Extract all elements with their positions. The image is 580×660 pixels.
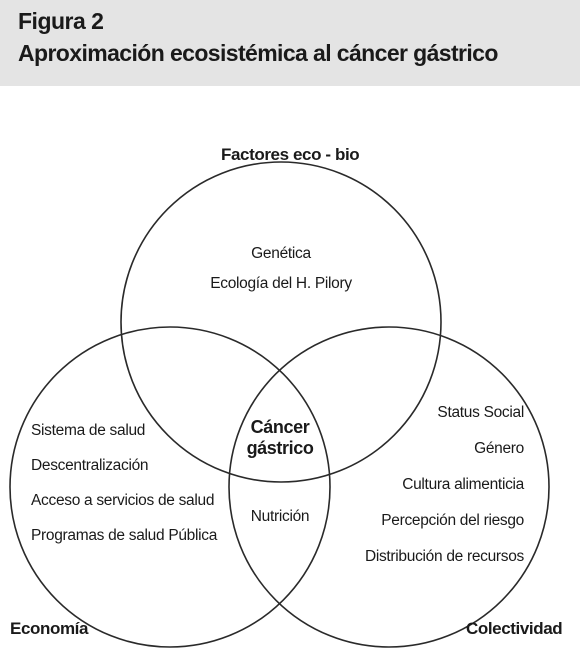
circle-economia	[9, 326, 331, 648]
center-label: Cáncer gástrico	[247, 418, 314, 457]
circle-colectividad	[228, 326, 550, 648]
bio-item: Ecología del H. Pilory	[210, 275, 352, 292]
center-label-line: gástrico	[246, 438, 314, 458]
colectividad-item: Género	[474, 440, 524, 457]
colectividad-item: Distribución de recursos	[364, 548, 524, 565]
economia-item: Acceso a servicios de salud	[31, 492, 215, 509]
figure-label: Figura 2	[18, 8, 104, 34]
economia-item: Programas de salud Pública	[31, 527, 218, 544]
figure-title: Aproximación ecosistémica al cáncer gást…	[18, 40, 498, 66]
bio-item: Genética	[251, 245, 311, 262]
colectividad-item: Percepción del riesgo	[381, 512, 524, 529]
circle-factores-eco-bio	[120, 161, 442, 483]
intersection-label-nutricion: Nutrición	[250, 508, 310, 525]
economia-item: Descentralización	[31, 457, 149, 474]
set-title-economia: Economía	[10, 619, 89, 638]
set-title-colectividad: Colectividad	[466, 619, 563, 638]
economia-item: Sistema de salud	[31, 422, 146, 439]
figure-header: Figura 2 Aproximación ecosistémica al cá…	[0, 0, 580, 86]
colectividad-item: Status Social	[437, 404, 524, 421]
colectividad-item: Cultura alimenticia	[402, 476, 524, 493]
center-label-line: Cáncer	[250, 417, 310, 437]
set-title-bio: Factores eco - bio	[221, 145, 360, 164]
